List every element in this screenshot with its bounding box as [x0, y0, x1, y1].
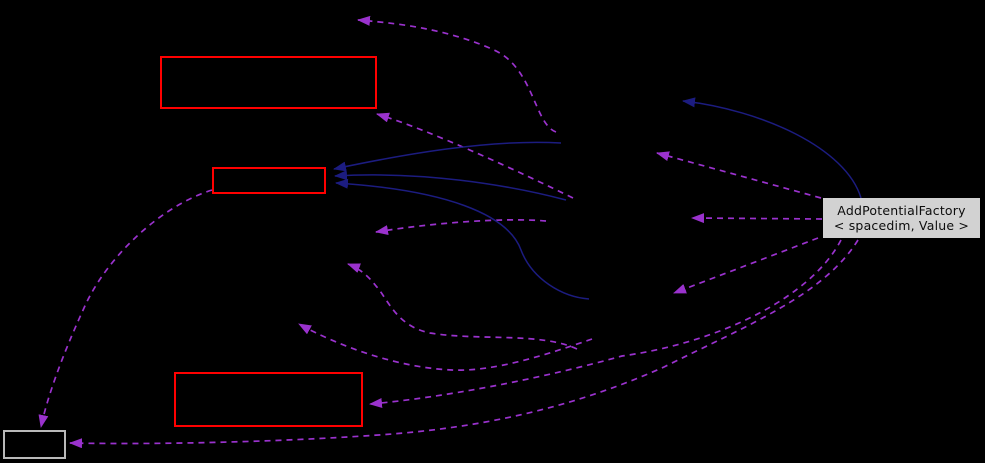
edge-uses-into-corner-top — [38, 189, 213, 428]
class-node-middle[interactable] — [212, 167, 326, 194]
edge-uses-curl-2 — [298, 323, 593, 371]
central-node-label-line2: < spacedim, Value > — [833, 218, 970, 233]
edge-inherits-into-mid-2 — [334, 170, 567, 201]
edge-uses-curl-1 — [347, 263, 578, 350]
edge-uses-lower-left-1 — [673, 237, 819, 294]
edge-uses-into-node-top — [376, 112, 574, 199]
class-node-corner[interactable] — [3, 430, 66, 459]
class-node-addpotentialfactory[interactable]: AddPotentialFactory < spacedim, Value > — [823, 198, 980, 238]
edge-inherits-up-left — [682, 97, 862, 199]
edge-inherits-into-mid-1 — [333, 141, 562, 172]
edge-uses-left-horizontal — [691, 213, 823, 224]
class-node-top[interactable] — [160, 56, 377, 109]
edge-uses-upper-left-1 — [656, 151, 822, 199]
edge-uses-top-sweep — [357, 15, 557, 133]
edge-uses-into-corner-side — [69, 239, 859, 449]
class-node-bottom[interactable] — [174, 372, 363, 427]
edge-uses-into-node-bottom — [369, 239, 842, 408]
edge-uses-mid-left — [375, 218, 547, 236]
edge-inherits-into-mid-3 — [335, 178, 590, 300]
central-node-label-line1: AddPotentialFactory — [837, 202, 966, 218]
